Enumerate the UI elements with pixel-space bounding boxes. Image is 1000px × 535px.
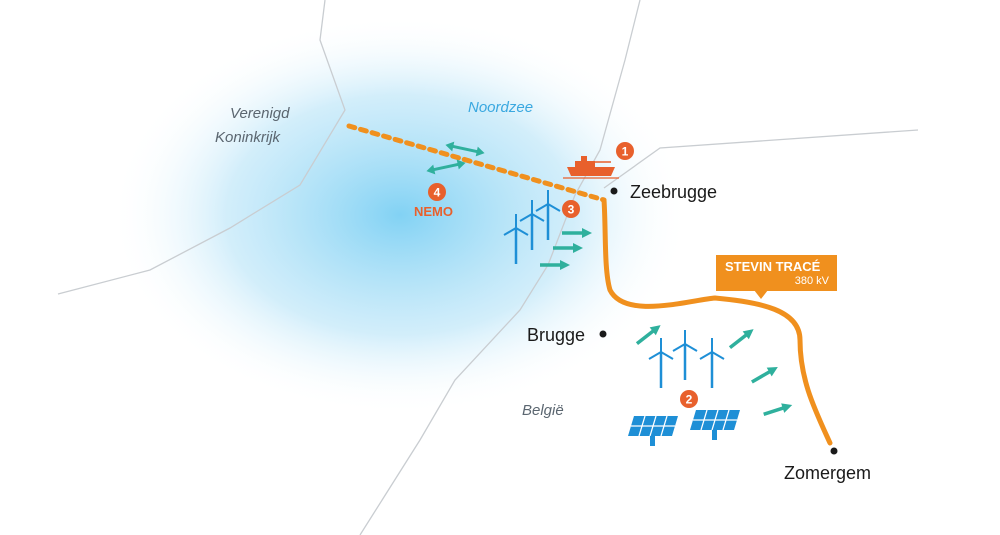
sea-label: Noordzee bbox=[468, 99, 534, 116]
marker-4: 4 bbox=[428, 183, 446, 201]
nemo-label: NEMO bbox=[414, 204, 453, 219]
solar-panel-icon bbox=[627, 415, 679, 447]
marker-2: 2 bbox=[680, 390, 698, 408]
wind-turbine-icon bbox=[671, 328, 699, 382]
city-label-zeebrugge: Zeebrugge bbox=[630, 182, 718, 202]
stevin-title: STEVIN TRACÉ bbox=[725, 259, 821, 274]
solar-panel-icon bbox=[689, 409, 741, 441]
marker-3: 3 bbox=[562, 200, 580, 218]
brugge-dot bbox=[599, 330, 607, 338]
zeebrugge-dot bbox=[610, 187, 618, 195]
svg-text:2: 2 bbox=[686, 393, 693, 407]
marker-1: 1 bbox=[616, 142, 634, 160]
stevin-route bbox=[601, 197, 833, 446]
wind-turbine-icon bbox=[647, 336, 675, 390]
country-label-belgium: België bbox=[522, 402, 564, 419]
nemo-cable bbox=[346, 123, 607, 203]
flow-arrow-icon bbox=[760, 398, 796, 421]
flow-arrow-icon bbox=[725, 323, 759, 354]
ship-icon bbox=[563, 156, 619, 179]
uk-coastline bbox=[57, 0, 346, 295]
border-line bbox=[603, 129, 919, 189]
flow-arrow-icon bbox=[747, 360, 783, 389]
stevin-voltage: 380 kV bbox=[794, 275, 829, 287]
country-label-uk-line2: Koninkrijk bbox=[215, 129, 281, 146]
svg-text:3: 3 bbox=[568, 203, 575, 217]
city-label-zomergem: Zomergem bbox=[784, 463, 872, 483]
wind-turbine-icon bbox=[698, 336, 726, 390]
sea-glow bbox=[110, 15, 690, 415]
country-label-uk-line1: Verenigd bbox=[230, 105, 290, 122]
stevin-label: STEVIN TRACÉ 380 kV bbox=[716, 255, 837, 291]
stevin-label-pointer bbox=[754, 290, 768, 299]
svg-text:4: 4 bbox=[434, 186, 441, 200]
zomergem-dot bbox=[830, 447, 838, 455]
city-label-brugge: Brugge bbox=[527, 325, 586, 345]
svg-text:1: 1 bbox=[622, 145, 629, 159]
